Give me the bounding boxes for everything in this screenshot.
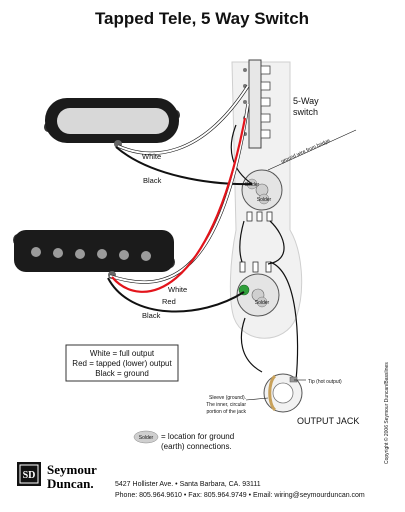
copyright: Copyright © 2006 Seymour Duncan/Bassline…: [383, 362, 390, 464]
diagram-title: Tapped Tele, 5 Way Switch: [95, 9, 309, 28]
neck-white-label: White: [142, 152, 161, 161]
legend-line: Red = tapped (lower) output: [72, 359, 172, 368]
jumper-wire: [239, 220, 245, 263]
solder-note: (earth) connections.: [161, 442, 232, 451]
contact-line: Phone: 805.964.9610 • Fax: 805.964.9749 …: [115, 492, 365, 499]
neck-black-wire: [115, 146, 253, 186]
bridge-black-wire: [107, 277, 245, 313]
jack-sleeve-label: portion of the jack: [207, 409, 247, 415]
switch-label: 5-Way: [293, 96, 319, 106]
jack-sleeve-label: The inner, circular: [206, 402, 246, 408]
solder-chip-label: Solder: [139, 435, 154, 441]
bridge-pickup: [13, 230, 175, 279]
jack-sleeve-label: Sleeve (ground).: [209, 395, 246, 401]
bridge-red-label: Red: [162, 297, 176, 306]
solder-label: Solder: [245, 182, 260, 188]
bridge-ground-wire: [267, 129, 357, 171]
address-line: 5427 Hollister Ave. • Santa Barbara, CA.…: [115, 481, 261, 488]
five-way-switch: [243, 59, 271, 149]
bridge-black-label: Black: [142, 311, 161, 320]
switch-to-volume-wire: [230, 124, 253, 185]
jack-tip-label: Tip (hot output): [308, 379, 342, 385]
jumper-wire: [267, 220, 285, 265]
logo-letters: SD: [23, 470, 36, 481]
legend-line: Black = ground: [95, 369, 149, 378]
sleeve-pointer: [245, 397, 269, 401]
output-jack: [263, 373, 303, 413]
jack-title: OUTPUT JACK: [297, 416, 359, 426]
legend-line: White = full output: [90, 349, 155, 358]
neck-black-label: Black: [143, 176, 162, 185]
bridge-white-label: White: [168, 285, 187, 294]
hot-wire: [269, 261, 299, 381]
neck-white-wire: [117, 85, 249, 155]
neck-pickup: [44, 98, 180, 148]
solder-note: = location for ground: [161, 432, 234, 441]
brand-name: Seymour: [47, 462, 97, 477]
wire-color-legend: [65, 344, 179, 382]
solder-chip-icon: [133, 430, 159, 444]
bridge-red-wire: [111, 117, 247, 293]
brand-name-2: Duncan.: [47, 476, 94, 491]
seymour-duncan-logo: SD: [17, 462, 41, 486]
switch-label-2: switch: [293, 107, 318, 117]
volume-pot: [241, 169, 283, 222]
ground-wire: [240, 317, 263, 373]
solder-label: Solder: [255, 300, 270, 306]
solder-label: Solder: [257, 197, 272, 203]
